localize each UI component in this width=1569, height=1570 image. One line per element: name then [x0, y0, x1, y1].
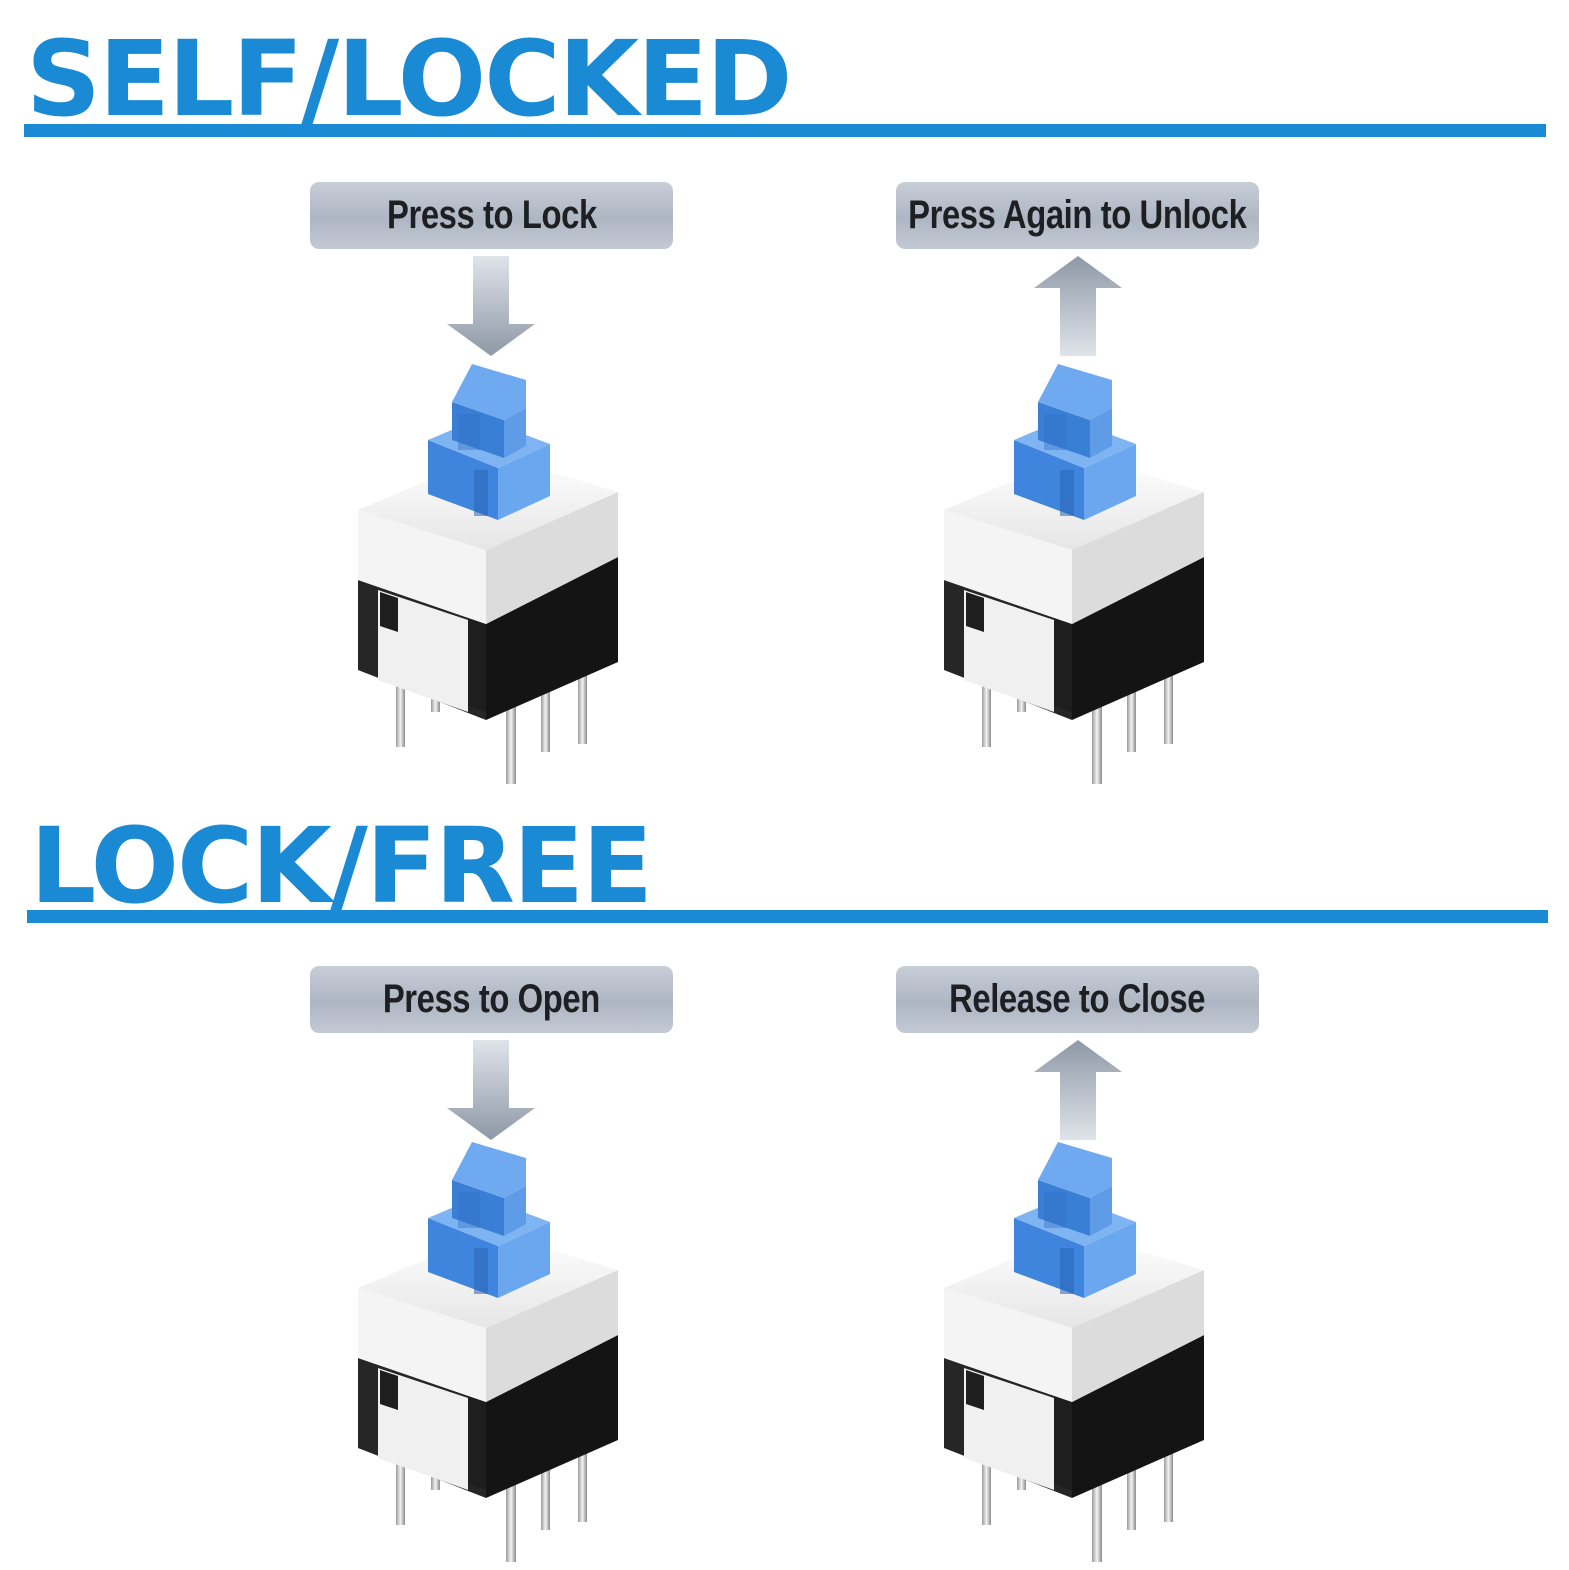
section-divider	[27, 910, 1548, 923]
arrow-up-icon	[1034, 1040, 1122, 1140]
label-text: Press to Open	[382, 977, 601, 1021]
section-title-self-locked: SELF/LOCKED	[26, 18, 792, 140]
label-release-to-close: Release to Close	[896, 966, 1259, 1033]
arrow-down-icon	[447, 1040, 535, 1140]
label-text: Release to Close	[949, 977, 1206, 1021]
push-button-switch-icon	[944, 364, 1204, 784]
label-press-to-lock: Press to Lock	[310, 182, 673, 249]
section-divider	[24, 124, 1546, 137]
label-press-to-open: Press to Open	[310, 966, 673, 1033]
push-button-switch-icon	[944, 1142, 1204, 1562]
arrow-up-icon	[1034, 256, 1122, 356]
push-button-switch-icon	[358, 364, 618, 784]
push-button-switch-icon	[358, 1142, 618, 1562]
label-text: Press Again to Unlock	[908, 193, 1247, 237]
section-title-lock-free: LOCK/FREE	[30, 805, 653, 927]
label-press-again-to-unlock: Press Again to Unlock	[896, 182, 1259, 249]
arrow-down-icon	[447, 256, 535, 356]
label-text: Press to Lock	[386, 193, 597, 237]
